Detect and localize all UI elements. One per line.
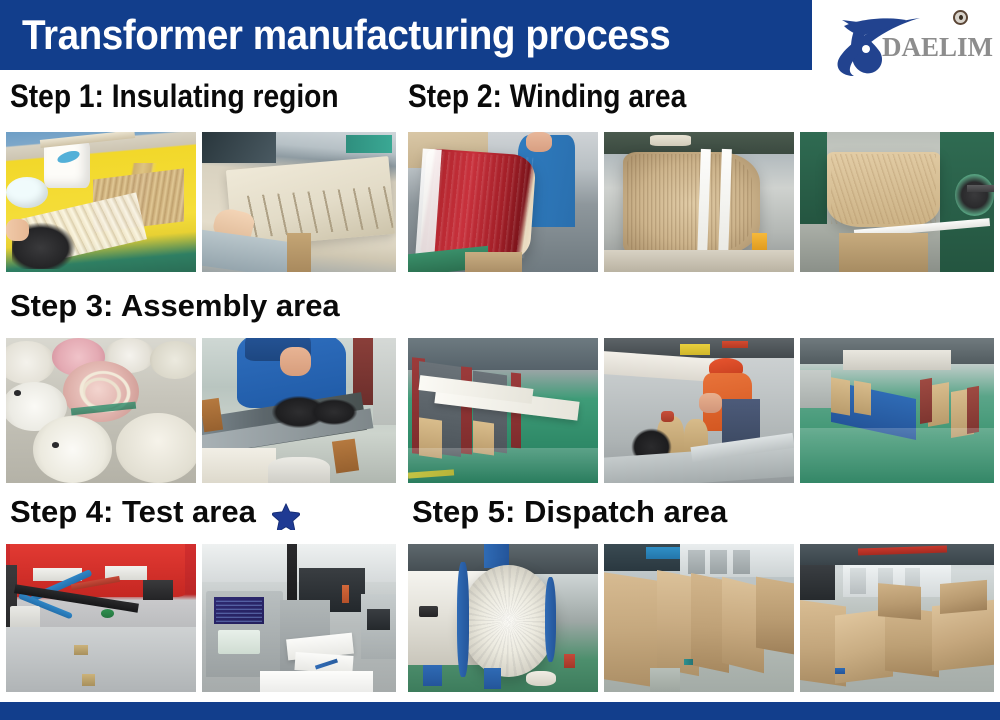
photo-step5-2: [604, 544, 794, 692]
footer-bar: [0, 702, 1000, 720]
photo-step4-2: [202, 544, 396, 692]
photo-step1-2: [202, 132, 396, 272]
photo-step5-1: [408, 544, 598, 692]
logo-brand-text: DAELIM: [882, 32, 994, 62]
star-icon: [272, 503, 300, 530]
step-title-2: Step 2: Winding area: [408, 78, 687, 114]
photo-step3-4: [604, 338, 794, 483]
photo-step2-3: [800, 132, 994, 272]
photo-step2-2: [604, 132, 794, 272]
daelim-logo-mark: [837, 18, 920, 76]
step-title-4: Step 4: Test area: [10, 494, 256, 529]
photo-step5-3: [800, 544, 994, 692]
step-title-5: Step 5: Dispatch area: [412, 494, 728, 529]
photo-step1-1: [6, 132, 196, 272]
photo-step3-5: [800, 338, 994, 483]
photo-step3-3: [408, 338, 598, 483]
photo-step3-2: [202, 338, 396, 483]
daelim-logo: DAELIM: [820, 2, 1000, 78]
step-title-1: Step 1: Insulating region: [10, 78, 339, 114]
step-title-3: Step 3: Assembly area: [10, 288, 340, 323]
photo-step2-1: [408, 132, 598, 272]
header-banner: [0, 0, 812, 70]
registered-trademark-icon: [953, 10, 968, 25]
photo-step4-1: [6, 544, 196, 692]
photo-step3-1: [6, 338, 196, 483]
page-title: Transformer manufacturing process: [22, 11, 671, 58]
